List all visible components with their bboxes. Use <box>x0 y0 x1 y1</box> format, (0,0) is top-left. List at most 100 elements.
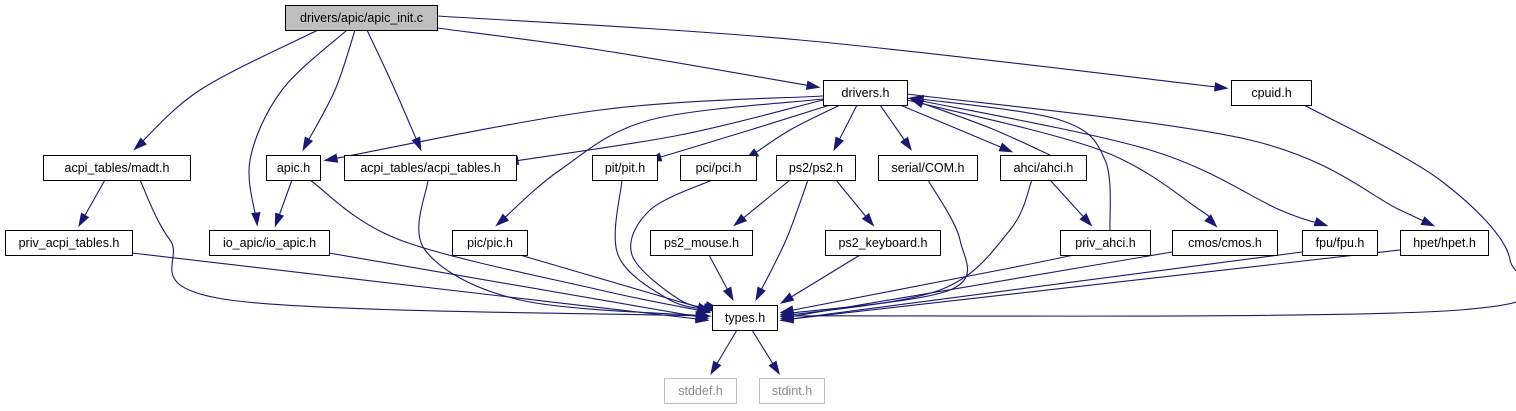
edge-ps2-to-ps2_keyboard <box>835 179 875 227</box>
node-box <box>650 230 753 256</box>
edge-line <box>782 249 1401 321</box>
edge-apic_init-to-acpi_tables <box>366 29 422 152</box>
node-madt[interactable]: acpi_tables/madt.h <box>43 155 191 181</box>
edge-line <box>782 104 1516 317</box>
edge-line <box>248 29 348 224</box>
edge-cmos-to-types <box>779 251 1173 321</box>
edge-line <box>747 104 841 159</box>
edge-fpu-to-types <box>779 251 1303 324</box>
arrowhead <box>909 94 925 105</box>
edges-layer <box>78 15 1516 376</box>
edge-drivers-to-pit <box>647 104 831 162</box>
node-pci[interactable]: pci/pci.h <box>680 155 757 181</box>
arrowhead <box>495 213 510 227</box>
node-label: ps2_mouse.h <box>664 236 739 250</box>
arrowhead <box>1214 82 1229 92</box>
edge-hpet-to-types <box>779 249 1401 324</box>
edge-line <box>497 98 824 225</box>
edge-line <box>436 15 1226 89</box>
node-label: ps2/ps2.h <box>789 161 843 175</box>
node-hpet[interactable]: hpet/hpet.h <box>1400 230 1489 256</box>
node-cpuid[interactable]: cpuid.h <box>1231 80 1312 106</box>
arrowhead <box>694 311 710 321</box>
arrowhead <box>998 142 1014 153</box>
edge-line <box>326 95 824 161</box>
node-label: acpi_tables/madt.h <box>65 161 170 175</box>
node-apic-init[interactable]: drivers/apic/apic_init.c <box>285 5 438 31</box>
node-ps2-mouse[interactable]: ps2_mouse.h <box>650 230 753 256</box>
nodes-layer: drivers/apic/apic_init.c drivers.h cpuid.h… <box>5 5 1489 404</box>
node-label: ps2_keyboard.h <box>839 236 928 250</box>
node-io-apic[interactable]: io_apic/io_apic.h <box>209 230 330 256</box>
node-box <box>878 155 978 181</box>
node-pit[interactable]: pit/pit.h <box>592 155 658 181</box>
edge-line <box>735 179 791 225</box>
node-ps2[interactable]: ps2/ps2.h <box>776 155 856 181</box>
edge-line <box>912 99 1051 156</box>
node-label: cpuid.h <box>1251 86 1291 100</box>
node-box <box>452 230 528 256</box>
node-apic[interactable]: apic.h <box>266 155 321 181</box>
edge-drivers-to-pci <box>744 104 841 160</box>
edge-line <box>507 99 824 163</box>
edge-drivers-to-pic <box>495 98 824 227</box>
node-box <box>823 80 908 106</box>
edge-ps2-to-types <box>755 179 809 302</box>
arrowhead <box>710 360 722 376</box>
node-label: ahci/ahci.h <box>1014 161 1074 175</box>
node-ps2-keyboard[interactable]: ps2_keyboard.h <box>825 230 941 256</box>
node-box <box>209 230 330 256</box>
edge-line <box>756 179 809 299</box>
edge-line <box>782 254 861 303</box>
node-box <box>344 155 517 181</box>
node-cmos[interactable]: cmos/cmos.h <box>1172 230 1278 256</box>
node-pic[interactable]: pic/pic.h <box>452 230 528 256</box>
node-types[interactable]: types.h <box>712 305 778 331</box>
node-label: priv_acpi_tables.h <box>19 236 120 250</box>
node-label: hpet/hpet.h <box>1413 236 1476 250</box>
arrowhead <box>274 212 285 228</box>
node-ahci[interactable]: ahci/ahci.h <box>1000 155 1087 181</box>
edge-drivers-to-hpet <box>906 93 1436 227</box>
edge-types-to-stddef <box>710 329 738 376</box>
node-priv-ahci[interactable]: priv_ahci.h <box>1060 230 1151 256</box>
node-fpu[interactable]: fpu/fpu.h <box>1302 230 1378 256</box>
node-box <box>1172 230 1278 256</box>
arrowhead <box>733 213 748 227</box>
edge-apic_init-to-cpuid <box>436 15 1229 92</box>
node-box <box>664 378 737 404</box>
node-com[interactable]: serial/COM.h <box>878 155 978 181</box>
node-priv-acpi[interactable]: priv_acpi_tables.h <box>5 230 133 256</box>
node-box <box>43 155 191 181</box>
node-box <box>759 378 825 404</box>
edge-drivers-to-ahci <box>899 104 1014 153</box>
edge-line <box>303 29 356 149</box>
edge-line <box>135 29 319 149</box>
node-label: pci/pci.h <box>696 161 742 175</box>
node-box <box>1000 155 1087 181</box>
arrowhead <box>323 153 339 163</box>
node-box <box>1400 230 1489 256</box>
arrowhead <box>1420 216 1436 227</box>
edge-apic_init-to-drivers <box>436 27 821 90</box>
edge-line <box>328 252 707 319</box>
node-box <box>776 155 856 181</box>
node-stdint: stdint.h <box>759 378 825 404</box>
node-label: acpi_tables/acpi_tables.h <box>360 161 500 175</box>
edge-drivers-to-com <box>879 104 912 151</box>
edge-madt-to-priv_acpi <box>78 179 106 228</box>
node-box <box>1060 230 1151 256</box>
node-label: io_apic/io_apic.h <box>223 236 316 250</box>
edge-line <box>519 254 709 311</box>
node-box <box>825 230 941 256</box>
node-drivers[interactable]: drivers.h <box>823 80 908 106</box>
node-box <box>592 155 658 181</box>
node-box <box>1231 80 1312 106</box>
node-label: serial/COM.h <box>892 161 965 175</box>
edge-ps2_mouse-to-types <box>708 254 734 302</box>
arrowhead <box>133 137 147 151</box>
node-acpi-tables[interactable]: acpi_tables/acpi_tables.h <box>344 155 517 181</box>
edge-drivers-to-fpu <box>906 97 1329 227</box>
arrowhead <box>861 212 875 227</box>
arrowhead <box>78 212 90 228</box>
